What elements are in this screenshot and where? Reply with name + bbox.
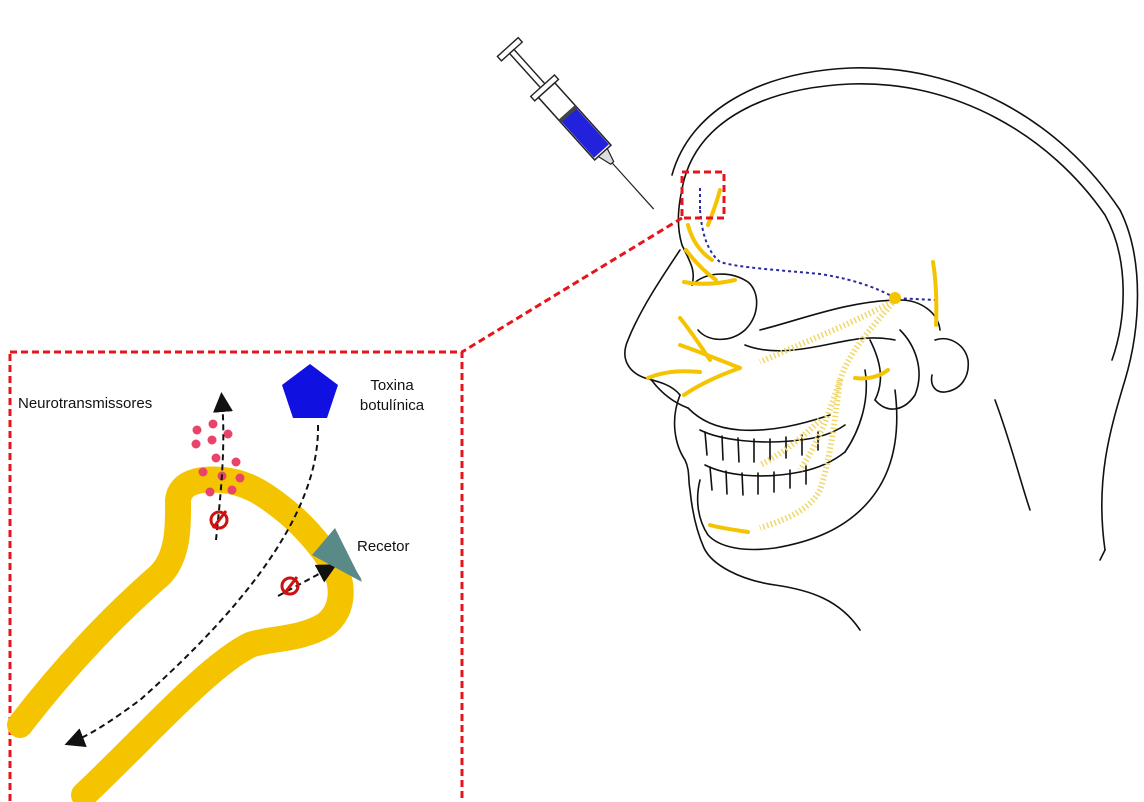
zoom-connector-line bbox=[462, 218, 682, 352]
toxin-label-line1: Toxina bbox=[342, 376, 442, 396]
toxin-label: Toxina botulínica bbox=[342, 376, 442, 416]
inset-border bbox=[10, 352, 462, 802]
nerve-branches-solid bbox=[648, 190, 936, 532]
nerve-terminal bbox=[20, 480, 341, 795]
block-symbol-icon bbox=[211, 511, 227, 528]
nerve-ganglion bbox=[889, 292, 901, 304]
supraorbital-nerve-path bbox=[700, 210, 935, 300]
neurotransmitters-label: Neurotransmissores bbox=[18, 394, 152, 414]
toxin-label-line2: botulínica bbox=[342, 396, 442, 416]
receptor-label: Recetor bbox=[357, 537, 410, 557]
toxin-pentagon-icon bbox=[282, 364, 338, 418]
syringe-icon bbox=[496, 36, 666, 219]
